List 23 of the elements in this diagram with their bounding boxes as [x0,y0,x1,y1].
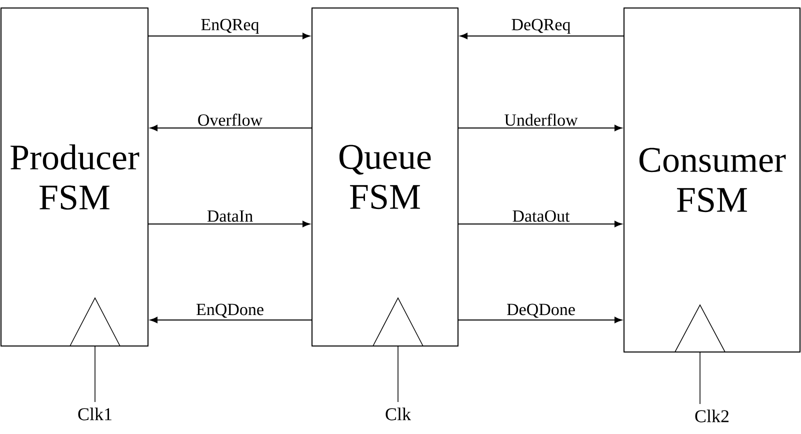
clock-label: Clk [386,408,411,420]
signal-label: Overflow [198,114,262,126]
fsm-box: Queue FSM [312,8,458,346]
signal-arrow [458,316,622,324]
fsm-box: Producer FSM [0,8,148,346]
signal-arrow [150,124,312,132]
signal-label: DataOut [512,210,570,222]
signal-label: EnQReq [201,18,259,34]
signal-arrow [460,32,624,40]
signal-label: Underflow [504,114,578,126]
signal-arrow [458,220,622,228]
signal-arrow [148,220,310,228]
signal-label: EnQDone [196,304,264,318]
signal-arrow [458,124,622,132]
signal-arrow [150,316,312,324]
signal-arrow [148,32,310,40]
clock-label: Clk2 [695,410,729,422]
signal-label: DeQDone [507,304,575,318]
fsm-box: Consumer FSM [624,8,800,352]
clock-line [94,346,96,402]
clock-label: Clk1 [78,408,112,420]
signal-label: DeQReq [512,18,570,34]
signal-label: DataIn [207,210,253,222]
